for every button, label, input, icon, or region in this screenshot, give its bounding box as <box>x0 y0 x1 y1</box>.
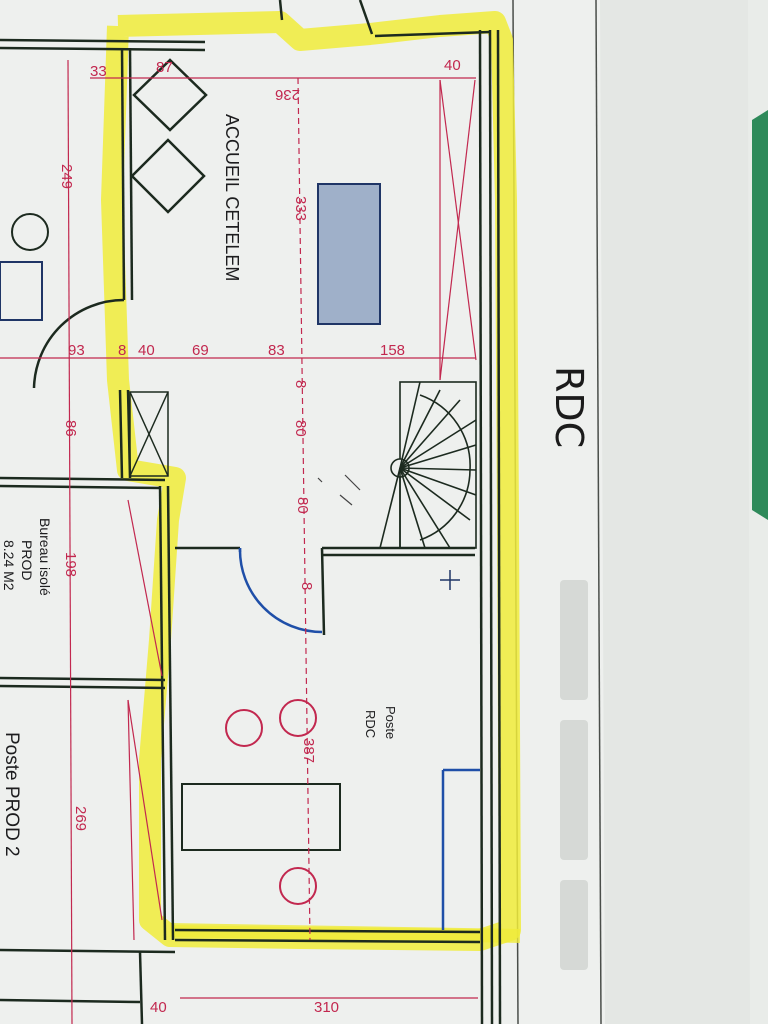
dim-33: 33 <box>90 63 107 80</box>
dim-40-mid: 40 <box>138 342 155 359</box>
room-label-bureau: Bureau isolé <box>37 518 53 596</box>
dim-69: 69 <box>192 342 209 359</box>
dim-333: 333 <box>292 196 309 221</box>
dim-40-bottom: 40 <box>150 999 167 1016</box>
dim-86: 86 <box>62 420 79 437</box>
handwritten-note: RDC <box>547 366 591 448</box>
dim-87: 87 <box>156 59 173 76</box>
spiral-staircase <box>379 381 477 549</box>
doors <box>32 298 480 930</box>
dim-93: 93 <box>68 342 85 359</box>
room-label-poste-prod2: Poste PROD 2 <box>1 732 22 857</box>
room-label-bureau: PROD <box>19 540 35 580</box>
dim-236: 236 <box>275 86 300 103</box>
dim-158: 158 <box>380 342 405 359</box>
dim-8c: 8 <box>298 582 315 590</box>
pencil-dashes <box>317 474 361 506</box>
dim-387: 387 <box>300 738 317 763</box>
reception-desk <box>317 183 381 325</box>
dim-80b: 80 <box>294 497 311 514</box>
green-edge <box>752 110 768 520</box>
room-label-accueil: ACCUEIL CETELEM <box>222 114 242 281</box>
dim-40-top: 40 <box>444 57 461 74</box>
walls <box>0 0 502 1024</box>
room-label-bureau: 8.24 M2 <box>1 540 17 591</box>
work-table <box>181 783 341 851</box>
margin-line <box>595 0 602 1024</box>
dim-269: 269 <box>72 806 89 831</box>
paper-shadow <box>600 0 750 1024</box>
dim-198: 198 <box>62 552 79 577</box>
armchairs <box>130 58 208 214</box>
dim-249: 249 <box>58 164 75 189</box>
room-label-poste-rdc: RDC <box>363 710 378 738</box>
left-furniture <box>0 213 49 321</box>
chairs <box>225 699 317 905</box>
dim-83: 83 <box>268 342 285 359</box>
dim-310: 310 <box>314 999 339 1016</box>
dimension-lines <box>0 59 478 1024</box>
wall-marker <box>440 570 460 590</box>
dim-8a: 8 <box>118 342 126 359</box>
room-label-poste-rdc: Poste <box>383 706 398 739</box>
dim-80a: 80 <box>292 420 309 437</box>
cupboard <box>129 391 169 477</box>
bleed-through <box>560 580 588 970</box>
dim-8b: 8 <box>292 380 309 388</box>
